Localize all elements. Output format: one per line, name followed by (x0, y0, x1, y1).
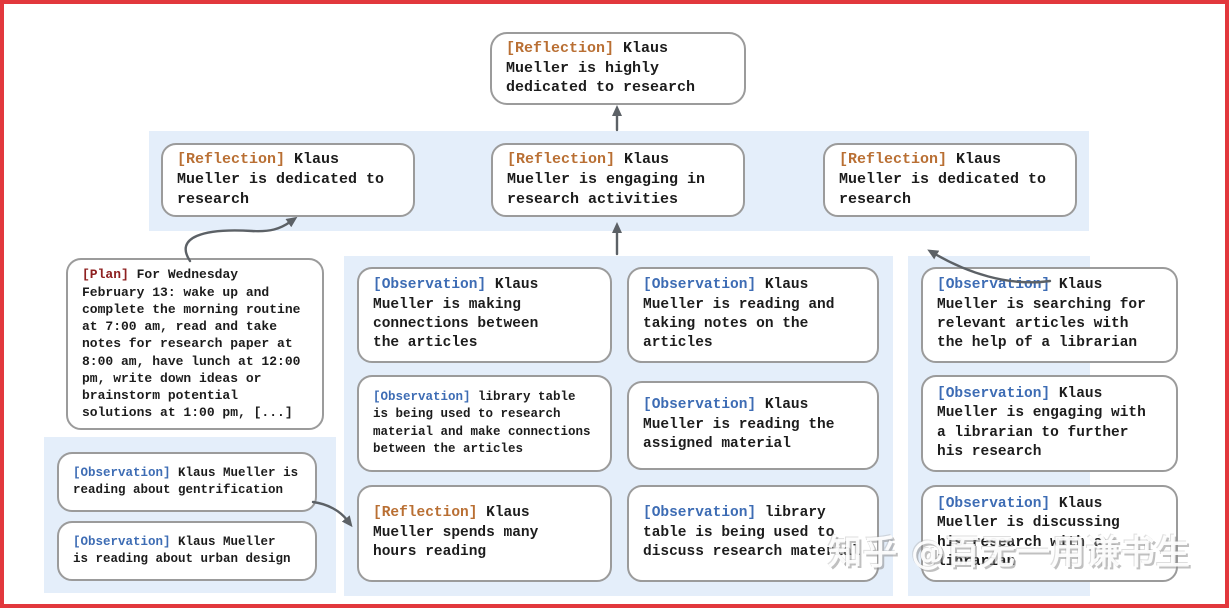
observation-tag: [Observation] (73, 465, 171, 480)
observation-tag: [Observation] (373, 277, 487, 294)
node-reflection-top: [Reflection] Klaus Mueller is highly ded… (490, 32, 746, 105)
observation-tag: [Observation] (643, 397, 757, 414)
node-text: Klaus Mueller is dedicated to research (839, 151, 1047, 208)
observation-tag: [Observation] (643, 505, 757, 522)
node-observation-taking-notes: [Observation] Klaus Mueller is reading a… (627, 267, 879, 363)
reflection-tag: [Reflection] (506, 39, 615, 57)
node-reflection-left: [Reflection] Klaus Mueller is dedicated … (161, 143, 415, 217)
reflection-tag: [Reflection] (373, 505, 478, 522)
observation-tag: [Observation] (937, 495, 1051, 512)
node-reflection-hours-reading: [Reflection] Klaus Mueller spends many h… (357, 485, 612, 582)
node-observation-engaging-librarian: [Observation] Klaus Mueller is engaging … (921, 375, 1178, 472)
node-text: Klaus Mueller is discussing his research… (937, 495, 1120, 570)
node-observation-gentrification: [Observation] Klaus Mueller is reading a… (57, 452, 317, 512)
node-observation-library-table-research: [Observation] library table is being use… (357, 375, 612, 472)
reflection-tag: [Reflection] (839, 151, 948, 169)
node-observation-making-connections: [Observation] Klaus Mueller is making co… (357, 267, 612, 363)
node-observation-searching-articles: [Observation] Klaus Mueller is searching… (921, 267, 1178, 363)
observation-tag: [Observation] (373, 390, 471, 404)
node-observation-discussing-librarian: [Observation] Klaus Mueller is discussin… (921, 485, 1178, 582)
node-reflection-right: [Reflection] Klaus Mueller is dedicated … (823, 143, 1077, 217)
node-reflection-middle: [Reflection] Klaus Mueller is engaging i… (491, 143, 745, 217)
node-text: Klaus Mueller is highly dedicated to res… (506, 39, 696, 97)
node-text: Klaus Mueller is engaging in research ac… (507, 151, 706, 208)
observation-tag: [Observation] (937, 277, 1051, 294)
node-text: Klaus Mueller spends many hours reading (373, 505, 539, 561)
observation-tag: [Observation] (937, 385, 1051, 402)
node-text: Klaus Mueller is reading and taking note… (643, 277, 835, 352)
node-text: Klaus Mueller is reading about gentrific… (73, 465, 299, 497)
node-text: Klaus Mueller is making connections betw… (373, 277, 539, 352)
node-text: Klaus Mueller is engaging with a librari… (937, 385, 1146, 460)
observation-tag: [Observation] (73, 534, 171, 549)
node-text: Klaus Mueller is searching for relevant … (937, 277, 1146, 352)
node-observation-urban-design: [Observation] Klaus Mueller is reading a… (57, 521, 317, 581)
node-text: Klaus Mueller is reading the assigned ma… (643, 397, 835, 453)
node-text: library table is being used to discuss r… (643, 505, 861, 561)
reflection-tag: [Reflection] (507, 151, 616, 169)
node-observation-library-table-discuss: [Observation] library table is being use… (627, 485, 879, 582)
zhihu-watermark: 知乎 @百无一用谦书生 (828, 533, 1191, 573)
node-observation-assigned-material: [Observation] Klaus Mueller is reading t… (627, 381, 879, 470)
plan-tag: [Plan] (82, 267, 129, 283)
node-plan: [Plan] For Wednesday February 13: wake u… (66, 258, 324, 430)
node-text: Klaus Mueller is dedicated to research (177, 151, 385, 208)
reflection-tag: [Reflection] (177, 151, 286, 169)
node-text: Klaus Mueller is reading about urban des… (73, 534, 291, 566)
node-text: For Wednesday February 13: wake up and c… (82, 267, 301, 421)
observation-tag: [Observation] (643, 277, 757, 294)
node-text: library table is being used to research … (373, 390, 591, 456)
